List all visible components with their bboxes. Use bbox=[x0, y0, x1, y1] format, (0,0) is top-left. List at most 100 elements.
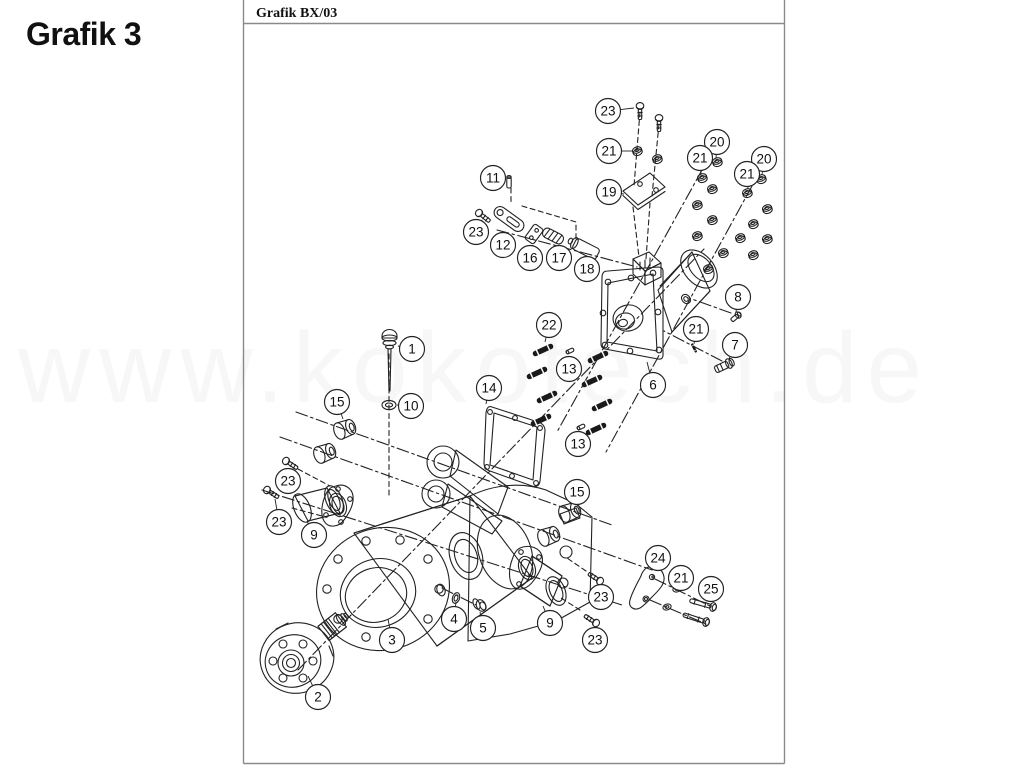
callout-20: 20 bbox=[750, 145, 778, 176]
callout-23: 23 bbox=[265, 498, 293, 536]
callout-13: 13 bbox=[564, 430, 592, 458]
callout-number: 21 bbox=[601, 144, 616, 159]
callout-number: 23 bbox=[271, 515, 286, 530]
callout-number: 21 bbox=[739, 167, 754, 182]
nut bbox=[747, 218, 760, 231]
callout-21: 21 bbox=[682, 315, 710, 345]
part-hub bbox=[259, 612, 349, 694]
part-plate-16 bbox=[524, 223, 544, 245]
callout-number: 13 bbox=[570, 437, 585, 452]
callout-14: 14 bbox=[475, 374, 503, 405]
callout-number: 21 bbox=[692, 151, 707, 166]
callout-number: 17 bbox=[551, 251, 566, 266]
callout-21: 21 bbox=[667, 564, 695, 592]
callout-number: 9 bbox=[310, 528, 318, 543]
callout-15: 15 bbox=[563, 478, 591, 506]
flange-bolt-holes bbox=[599, 269, 663, 355]
part-cover-plate bbox=[622, 172, 666, 211]
nut bbox=[706, 183, 719, 196]
part-bracket-12 bbox=[493, 205, 525, 233]
callout-19: 19 bbox=[595, 178, 625, 206]
callout-number: 24 bbox=[650, 551, 666, 566]
callout-number: 10 bbox=[403, 399, 418, 414]
callout-5: 5 bbox=[469, 611, 497, 642]
callout-18: 18 bbox=[573, 255, 601, 283]
watermark: www.kokotech.de bbox=[17, 312, 931, 424]
callout-number: 20 bbox=[756, 152, 771, 167]
callout-10: 10 bbox=[396, 392, 425, 420]
callout-number: 1 bbox=[408, 342, 416, 357]
callout-25: 25 bbox=[697, 575, 725, 603]
part-spring-17 bbox=[541, 227, 565, 245]
callout-21: 21 bbox=[733, 160, 761, 190]
callout-number: 7 bbox=[731, 338, 739, 353]
nut bbox=[651, 153, 664, 166]
hub-stub bbox=[317, 612, 349, 642]
part-plugs-group bbox=[690, 311, 742, 373]
part-linkage-group bbox=[493, 175, 600, 260]
nut bbox=[734, 232, 747, 245]
frame-title: Grafik BX/03 bbox=[256, 6, 337, 21]
callout-number: 14 bbox=[481, 381, 497, 396]
part-dipstick bbox=[381, 329, 398, 392]
callout-23: 23 bbox=[581, 626, 609, 654]
nut bbox=[696, 172, 709, 185]
callout-13: 13 bbox=[555, 355, 583, 383]
callout-20: 20 bbox=[703, 128, 731, 159]
part-bracket-24 bbox=[629, 566, 665, 610]
nut bbox=[717, 247, 730, 260]
callout-number: 16 bbox=[522, 251, 537, 266]
part-plug-8 bbox=[730, 311, 742, 322]
part-plug-7 bbox=[713, 358, 735, 373]
callout-number: 6 bbox=[649, 378, 657, 393]
callout-17: 17 bbox=[545, 244, 573, 272]
part-plug-5 bbox=[472, 598, 487, 612]
callout-9: 9 bbox=[536, 605, 564, 637]
callout-16: 16 bbox=[516, 244, 544, 272]
callout-number: 2 bbox=[314, 690, 322, 705]
callout-23: 23 bbox=[587, 583, 615, 611]
callout-23: 23 bbox=[274, 467, 302, 495]
screw bbox=[582, 611, 602, 629]
pin bbox=[576, 423, 586, 431]
callout-23: 23 bbox=[594, 97, 635, 125]
callout-number: 21 bbox=[673, 571, 688, 586]
nut bbox=[761, 203, 774, 216]
nut bbox=[741, 187, 754, 200]
callout-number: 11 bbox=[486, 171, 500, 186]
part-cap-9-left bbox=[292, 484, 354, 527]
callout-1: 1 bbox=[397, 335, 426, 363]
callout-23: 23 bbox=[462, 218, 490, 246]
callout-2: 2 bbox=[304, 675, 332, 711]
part-upper-housing bbox=[599, 249, 718, 360]
nut bbox=[747, 249, 760, 262]
callout-number: 13 bbox=[561, 362, 576, 377]
callout-number: 23 bbox=[280, 474, 295, 489]
callout-15: 15 bbox=[323, 388, 351, 420]
callout-24: 24 bbox=[644, 544, 672, 572]
callout-number: 22 bbox=[541, 318, 556, 333]
callout-number: 9 bbox=[546, 616, 554, 631]
part-cap-9-right bbox=[508, 545, 567, 607]
bushing bbox=[534, 523, 563, 549]
callout-number: 3 bbox=[388, 633, 396, 648]
callout-number: 12 bbox=[495, 238, 510, 253]
bushing bbox=[310, 440, 339, 466]
part-gasket bbox=[483, 406, 546, 487]
nut bbox=[761, 233, 774, 246]
callout-number: 23 bbox=[600, 104, 615, 119]
screw bbox=[586, 569, 606, 587]
callout-number: 23 bbox=[468, 225, 483, 240]
callout-number: 8 bbox=[734, 290, 742, 305]
part-piston-18 bbox=[567, 237, 600, 260]
callout-number: 5 bbox=[479, 621, 487, 636]
bolt bbox=[681, 609, 712, 628]
callout-12: 12 bbox=[489, 231, 517, 259]
flange-bolt-holes bbox=[322, 535, 444, 643]
callout-number: 4 bbox=[450, 612, 458, 627]
callout-number: 15 bbox=[569, 485, 584, 500]
callout-number: 23 bbox=[587, 633, 602, 648]
